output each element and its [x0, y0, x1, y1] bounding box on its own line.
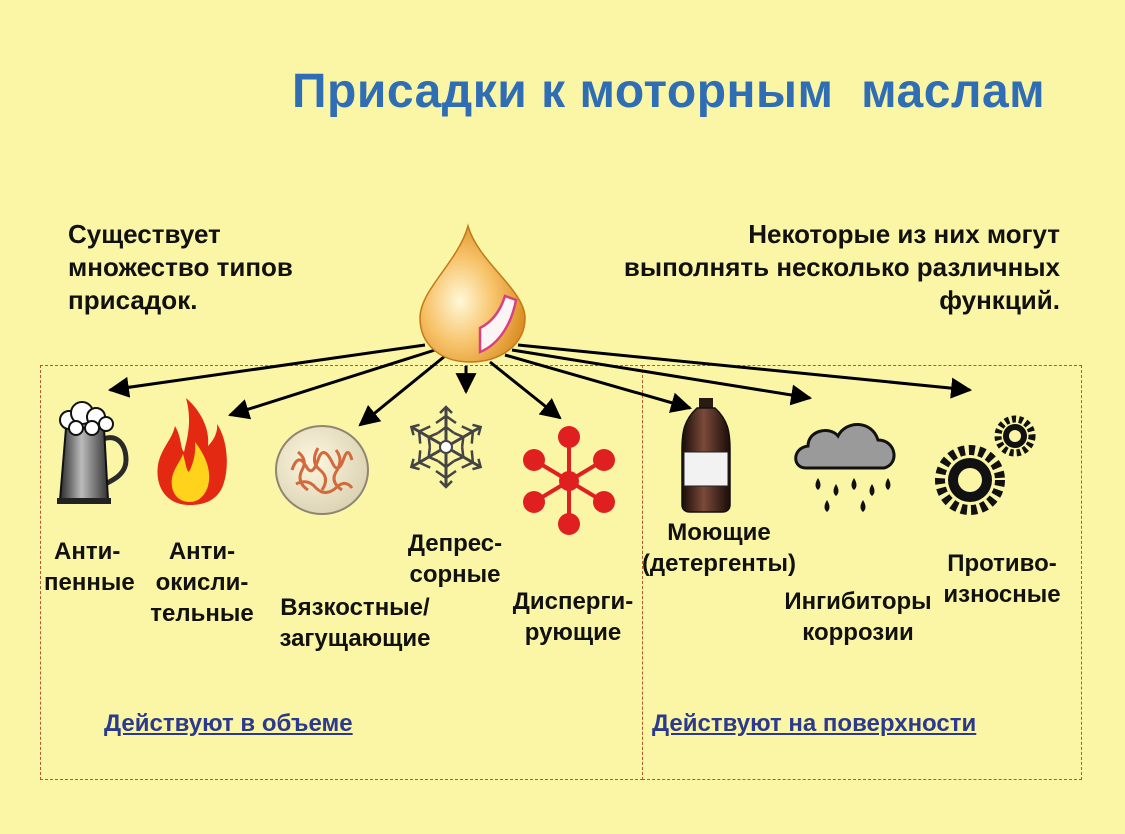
- label-line: Дисперги-: [512, 588, 634, 615]
- bottle-icon: [681, 398, 731, 513]
- label-line: Моющие: [667, 519, 771, 546]
- gears-icon: [935, 415, 1036, 515]
- label-line: износные: [943, 581, 1061, 608]
- flame-icon: [157, 398, 227, 505]
- note-left-line: Существует: [68, 219, 221, 249]
- label-dispersant: Дисперги- рующие: [500, 586, 646, 648]
- label-antifoam: Анти- пенные: [44, 536, 135, 598]
- page-title: Присадки к моторным маслам: [292, 65, 1046, 118]
- label-line: коррозии: [802, 619, 914, 646]
- group-frame-surface: [642, 365, 1082, 780]
- label-antiwear: Противо- износные: [930, 548, 1074, 610]
- label-line: Противо-: [947, 550, 1057, 577]
- label-line: (детергенты): [641, 550, 797, 577]
- group-label-volume: Действуют в объеме: [104, 710, 353, 737]
- label-line: Анти-: [54, 538, 121, 565]
- label-line: загущающие: [279, 625, 431, 652]
- label-line: окисли-: [155, 569, 249, 596]
- note-right: Некоторые из них могут выполнять несколь…: [520, 218, 1060, 317]
- note-right-line: функций.: [939, 285, 1060, 315]
- beer-mug-icon: [57, 401, 129, 504]
- label-line: тельные: [150, 600, 254, 627]
- label-detergent: Моющие (детергенты): [624, 517, 814, 579]
- label-line: Анти-: [168, 538, 236, 565]
- label-antioxidant: Анти- окисли- тельные: [138, 536, 266, 629]
- molecule-icon: [523, 426, 615, 535]
- label-line: пенные: [44, 569, 135, 596]
- label-line: сорные: [409, 561, 501, 588]
- label-line: Вязкостные/: [280, 594, 430, 621]
- label-inhibitor: Ингибиторы коррозии: [768, 586, 948, 648]
- polymer-disk-icon: [275, 425, 369, 515]
- arrows: [107, 343, 973, 427]
- label-line: Ингибиторы: [784, 588, 932, 615]
- label-viscosity: Вязкостные/ загущающие: [262, 592, 448, 654]
- snowflake-icon: [404, 405, 488, 489]
- note-left: Существует множество типов присадок.: [68, 218, 398, 317]
- note-left-line: множество типов: [68, 252, 293, 282]
- rain-cloud-icon: [794, 423, 896, 512]
- label-line: Депрес-: [407, 530, 503, 557]
- group-label-surface: Действуют на поверхности: [652, 710, 977, 737]
- note-left-line: присадок.: [68, 285, 198, 315]
- label-depressant: Депрес- сорные: [390, 528, 520, 590]
- oil-drop-icon: [419, 223, 526, 363]
- label-line: рующие: [524, 619, 622, 646]
- note-right-line: Некоторые из них могут: [748, 219, 1060, 249]
- note-right-line: выполнять несколько различных: [623, 252, 1060, 282]
